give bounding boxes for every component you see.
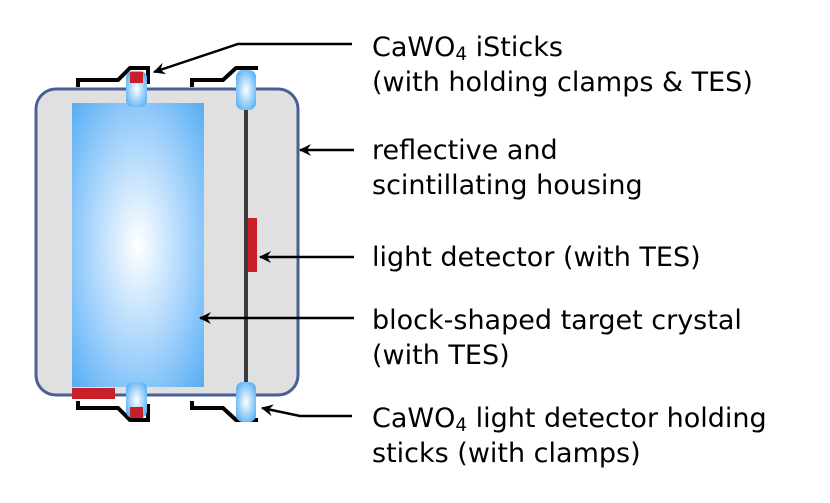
label-crystal-line2: (with TES) <box>372 340 510 371</box>
label-housing-line1: reflective and <box>372 135 558 166</box>
label-isticks: CaWO4 iSticks (with holding clamps & TES… <box>372 30 753 100</box>
label-ld-sticks-line2: sticks (with clamps) <box>372 438 641 469</box>
label-light-detector: light detector (with TES) <box>372 240 701 275</box>
arrow-isticks <box>153 42 352 75</box>
label-ld-sticks: CaWO4 light detector holding sticks (wit… <box>372 401 767 471</box>
ld-stick-bottom-stick <box>236 382 256 422</box>
target-crystal <box>72 103 204 387</box>
crystal-tes <box>72 388 115 399</box>
label-housing-line2: scintillating housing <box>372 170 643 201</box>
label-light-detector-line1: light detector (with TES) <box>372 242 701 273</box>
istick-bottom-clamp <box>76 401 150 422</box>
istick-top-tes <box>130 72 143 83</box>
label-isticks-line1: CaWO4 iSticks <box>372 32 563 66</box>
label-isticks-line2: (with holding clamps & TES) <box>372 67 753 98</box>
ld-stick-top-stick <box>236 70 256 110</box>
label-crystal: block-shaped target crystal (with TES) <box>372 303 742 373</box>
arrow-ld-sticks <box>261 404 352 418</box>
istick-bottom-tes <box>130 407 143 418</box>
istick-top-clamp <box>76 66 150 87</box>
ld-stick-bottom <box>190 382 258 422</box>
label-crystal-line1: block-shaped target crystal <box>372 305 742 336</box>
istick-top <box>76 66 150 107</box>
light-detector-tes <box>248 218 257 272</box>
ld-stick-top-clamp <box>190 66 258 87</box>
label-housing: reflective and scintillating housing <box>372 133 643 203</box>
label-ld-sticks-line1: CaWO4 light detector holding <box>372 403 767 437</box>
istick-bottom <box>76 382 150 422</box>
ld-stick-top <box>190 66 258 110</box>
